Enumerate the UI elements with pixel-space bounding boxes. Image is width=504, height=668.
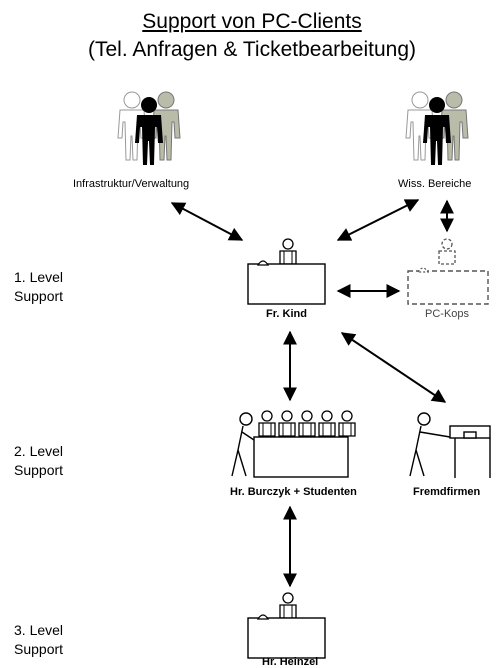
- heinzel-phone-icon: [256, 614, 270, 620]
- level-1-line-1: 1. Level: [14, 269, 64, 285]
- level-3-line-1: 3. Level: [14, 622, 64, 638]
- level-3-label: 3. Level Support: [14, 621, 63, 659]
- title-line-2: (Tel. Anfragen & Ticketbearbeitung): [87, 38, 417, 61]
- level-1-line-2: Support: [14, 288, 64, 304]
- label-burczyk: Hr. Burczyk + Studenten: [230, 486, 357, 498]
- label-heinzel: Hr. Heinzel: [262, 656, 319, 668]
- kind-desk-icon: [247, 238, 326, 305]
- arrow-wiss-kind: [336, 199, 420, 241]
- arrow-kind-fremdfirmen: [340, 332, 447, 403]
- burczyk-team-icon: [231, 410, 356, 478]
- level-1-label: 1. Level Support: [14, 268, 63, 306]
- phone-icon: [256, 260, 270, 266]
- pckops-desk-icon: [407, 238, 489, 305]
- level-2-label: 2. Level Support: [14, 442, 63, 480]
- level-3-line-2: Support: [14, 641, 64, 657]
- label-pckops: PC-Kops: [425, 308, 470, 320]
- level-2-line-2: Support: [14, 462, 64, 478]
- label-wiss: Wiss. Bereiche: [398, 178, 472, 190]
- infrastruktur-people-icon: [117, 91, 181, 165]
- label-infrastruktur: Infrastruktur/Verwaltung: [73, 178, 190, 190]
- label-kind: Fr. Kind: [266, 308, 307, 320]
- pckops-phone-icon: [416, 267, 430, 273]
- level-2-line-1: 2. Level: [14, 443, 64, 459]
- title-line-1: Support von PC-Clients: [142, 10, 362, 33]
- label-fremdfirmen: Fremdfirmen: [413, 486, 481, 498]
- fremdfirmen-icon: [409, 412, 491, 478]
- wiss-people-icon: [405, 91, 469, 165]
- arrow-infrastruktur-kind: [170, 202, 244, 241]
- heinzel-desk-icon: [247, 592, 326, 659]
